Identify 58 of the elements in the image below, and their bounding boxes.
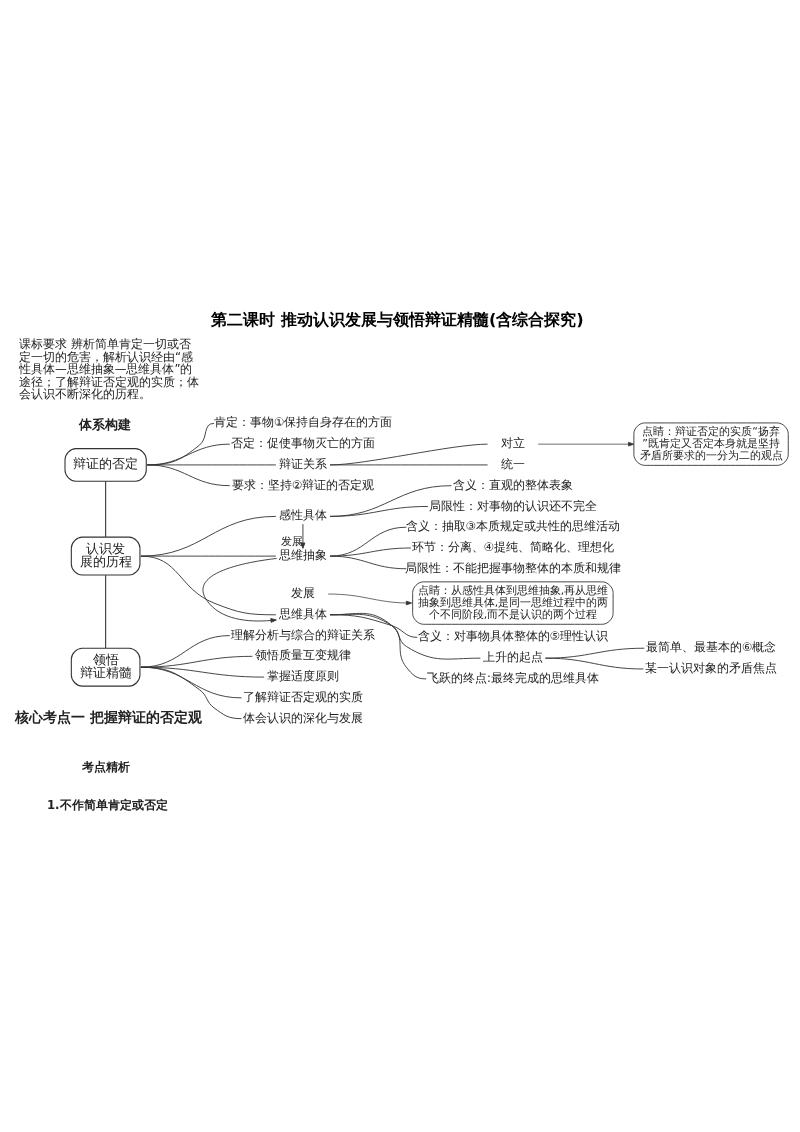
arrow	[202, 557, 278, 623]
node-text: 飞跃的终点:最终完成的思维具体	[426, 670, 599, 685]
node-text: 含义：对事物具体整体的⑤理性认识	[417, 628, 609, 643]
node-text: 局限性：不能把握事物整体的本质和规律	[404, 560, 621, 575]
connector	[329, 463, 489, 465]
arrow	[537, 441, 635, 446]
edge-label: 发展	[280, 534, 303, 548]
connector	[329, 555, 407, 569]
node-text: 某一认识对象的矛盾焦点	[645, 660, 778, 675]
node-box: 领悟辩证精髓	[70, 647, 141, 687]
connector	[329, 505, 429, 517]
connector	[329, 547, 412, 557]
node-box: 点睛：从感性具体到思维抽象,再从思维抽象到思维具体,是同一思维过程中的两个不同阶段,而不是认识的两个过程	[412, 580, 614, 625]
node-text: 环节：分离、④提纯、简略化、理想化	[411, 539, 615, 554]
connector	[329, 443, 489, 465]
node-box: 辩证的否定	[64, 447, 147, 482]
connector	[544, 647, 645, 659]
node-text: 掌握适度原则	[266, 668, 339, 683]
diagram-title: 第二课时 推动认识发展与领悟辩证精髓(含综合探究)	[211, 309, 584, 329]
connector	[105, 480, 107, 537]
node-box: 点睛：辩证否定的实质“扬弃”既肯定又否定本身就是坚持矛盾所要求的一分为二的观点	[633, 422, 789, 466]
node-text: 对立	[500, 435, 525, 450]
connector	[140, 555, 277, 557]
arrow	[300, 523, 306, 549]
node-text: 要求：坚持②辩证的否定观	[231, 477, 375, 492]
connector	[329, 612, 427, 679]
node-text: 体会认识的深化与发展	[242, 710, 363, 725]
node-text: 了解辩证否定观的实质	[242, 689, 363, 704]
node-text: 辩证关系	[278, 456, 327, 471]
connector	[140, 555, 277, 615]
node-text: 含义：抽取③本质规定或共性的思维活动	[405, 518, 621, 533]
node-text: 肯定：事物①保持自身存在的方面	[213, 414, 393, 429]
node-text: 统一	[500, 456, 525, 471]
label: 考点精析	[82, 759, 131, 774]
node-text: 领悟质量互变规律	[254, 647, 351, 662]
node-text: 感性具体	[278, 507, 327, 522]
connector	[329, 484, 452, 517]
node-text: 思维具体	[278, 606, 327, 621]
node-text: 思维抽象	[278, 547, 327, 562]
connector	[140, 666, 242, 719]
node-text: 发展	[290, 585, 315, 600]
connector	[140, 655, 253, 668]
label: 体系构建	[79, 416, 132, 432]
arrow	[327, 593, 413, 605]
label: 1.不作简单肯定或否定	[46, 797, 168, 812]
connector	[105, 574, 107, 649]
label: 课标要求 辨析简单肯定一切或否定一切的危害，解析认识经由“感性具体—思维抽象—思维具体”的途径；了解辩证否定观的实质；体会认识不断深化的历程。	[18, 336, 199, 401]
node-text: 理解分析与综合的辩证关系	[230, 627, 375, 642]
node-text: 局限性：对事物的认识还不完全	[428, 498, 597, 513]
connector	[140, 515, 277, 557]
node-text: 上升的起点	[482, 649, 543, 664]
node-text: 最简单、最基本的⑥概念	[645, 639, 777, 654]
connector	[544, 657, 644, 669]
label: 核心考点一 把握辩证的否定观	[15, 708, 203, 725]
node-text: 否定：促使事物灭亡的方面	[230, 435, 375, 450]
node-text: 含义：直观的整体表象	[452, 477, 573, 492]
connector	[146, 463, 231, 486]
node-box: 认识发展的历程	[70, 536, 141, 576]
